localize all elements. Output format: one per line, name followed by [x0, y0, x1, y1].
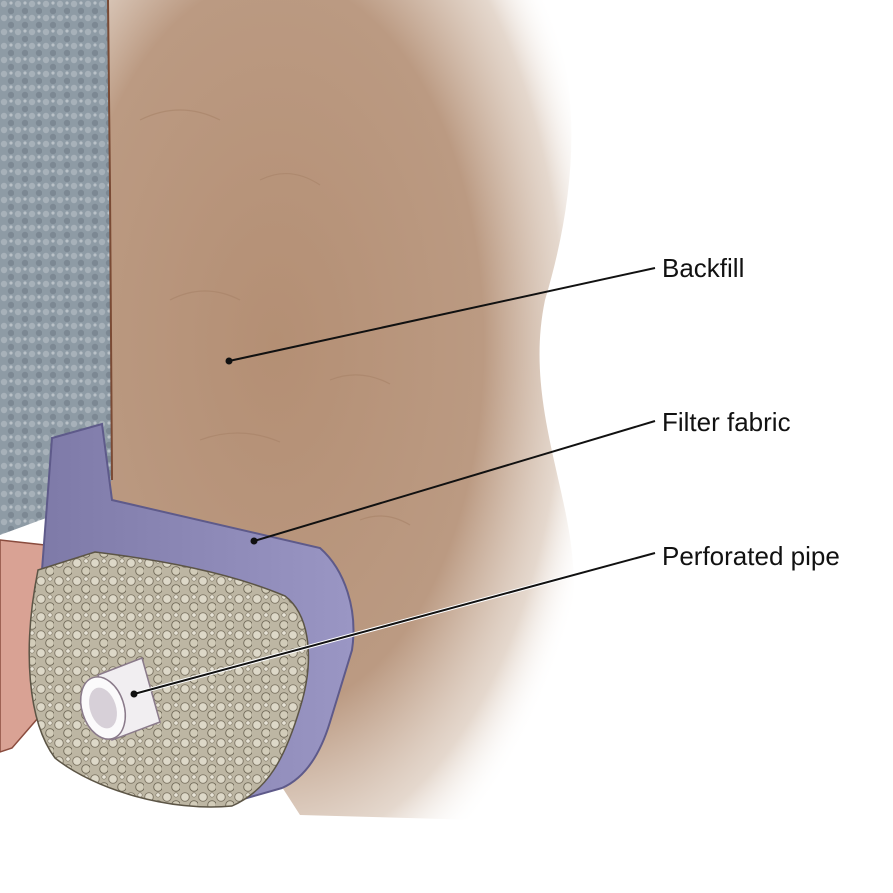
- foundation-wall: [0, 0, 112, 535]
- wall-edge: [107, 0, 113, 481]
- backfill-leader-dot: [225, 357, 233, 365]
- backfill-label: Backfill: [662, 253, 744, 283]
- gravel-bed: [28, 551, 310, 808]
- filter-fabric-label: Filter fabric: [662, 407, 791, 437]
- perforated-pipe: [79, 657, 161, 742]
- soil-texture: [139, 109, 411, 526]
- filter-fabric-leader-dot: [250, 537, 258, 545]
- perforated-pipe-label: Perforated pipe: [662, 541, 840, 571]
- perforated-pipe-leader-line-core: [133, 552, 656, 695]
- perforated-pipe-leader-dot: [130, 690, 138, 698]
- filter-fabric-leader-line: [253, 420, 656, 542]
- backfill-leader-line: [228, 267, 656, 362]
